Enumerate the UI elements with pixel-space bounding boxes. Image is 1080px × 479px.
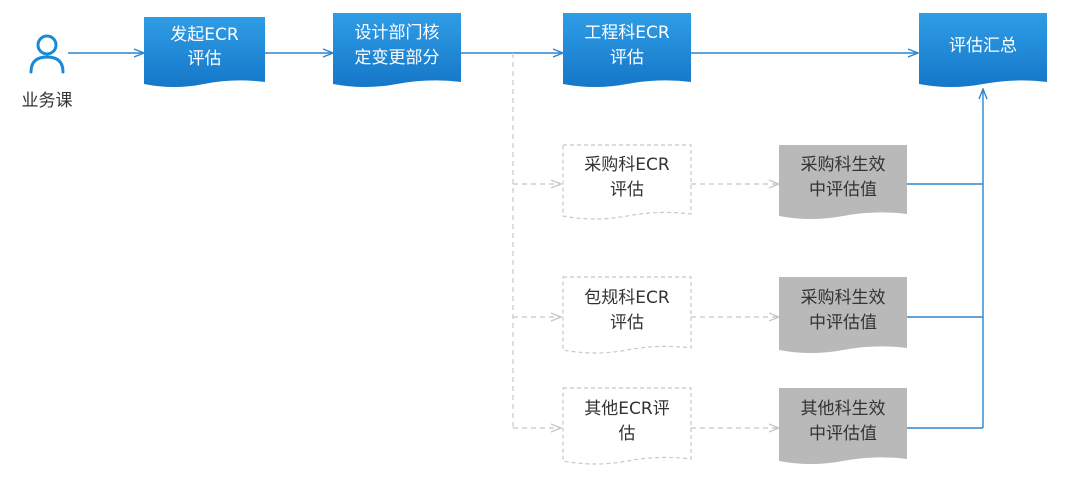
node-packaging-ecr-eval: 包规科ECR 评估: [562, 276, 692, 354]
node-other-effective-value: 其他科生效 中评估值: [779, 388, 907, 464]
node-other-ecr-eval: 其他ECR评 估: [562, 387, 692, 465]
node-engineering-line2: 评估: [610, 48, 644, 68]
node-design-line1: 设计部门核: [355, 23, 440, 43]
primary-connectors: [68, 53, 983, 429]
node-purchasing-eval-line1: 采购科ECR: [584, 155, 670, 175]
node-design-dept: 设计部门核 定变更部分: [333, 13, 461, 87]
node-other-value-line2: 中评估值: [809, 424, 877, 444]
node-purchasing-ecr-eval: 采购科ECR 评估: [562, 144, 692, 220]
node-packaging-eval-line2: 评估: [610, 313, 644, 333]
node-purchasing-eval-line2: 评估: [610, 180, 644, 200]
node-packaging-value-line2: 中评估值: [809, 313, 877, 333]
node-summary-line1: 评估汇总: [949, 36, 1017, 56]
node-design-line2: 定变更部分: [355, 48, 440, 68]
node-purchasing-value-line1: 采购科生效: [801, 155, 886, 175]
node-initiate-line1: 发起ECR: [170, 25, 239, 45]
actor-business-section: 业务课: [22, 34, 73, 111]
node-engineering-line1: 工程科ECR: [584, 23, 670, 43]
node-other-eval-line2: 估: [619, 424, 636, 444]
node-packaging-value-line1: 采购科生效: [801, 288, 886, 308]
actor-label: 业务课: [22, 91, 73, 111]
node-initiate-line2: 评估: [188, 49, 222, 69]
secondary-connectors: [512, 53, 779, 428]
node-other-value-line1: 其他科生效: [801, 399, 886, 419]
node-initiate-ecr: 发起ECR 评估: [144, 17, 265, 87]
node-summary: 评估汇总: [919, 13, 1047, 87]
node-packaging-effective-value: 采购科生效 中评估值: [779, 277, 907, 353]
node-engineering-ecr: 工程科ECR 评估: [563, 13, 691, 87]
node-other-eval-line1: 其他ECR评: [584, 399, 669, 419]
node-purchasing-effective-value: 采购科生效 中评估值: [779, 145, 907, 219]
user-icon: [29, 34, 65, 74]
node-purchasing-value-line2: 中评估值: [809, 180, 877, 200]
node-packaging-eval-line1: 包规科ECR: [584, 288, 670, 308]
